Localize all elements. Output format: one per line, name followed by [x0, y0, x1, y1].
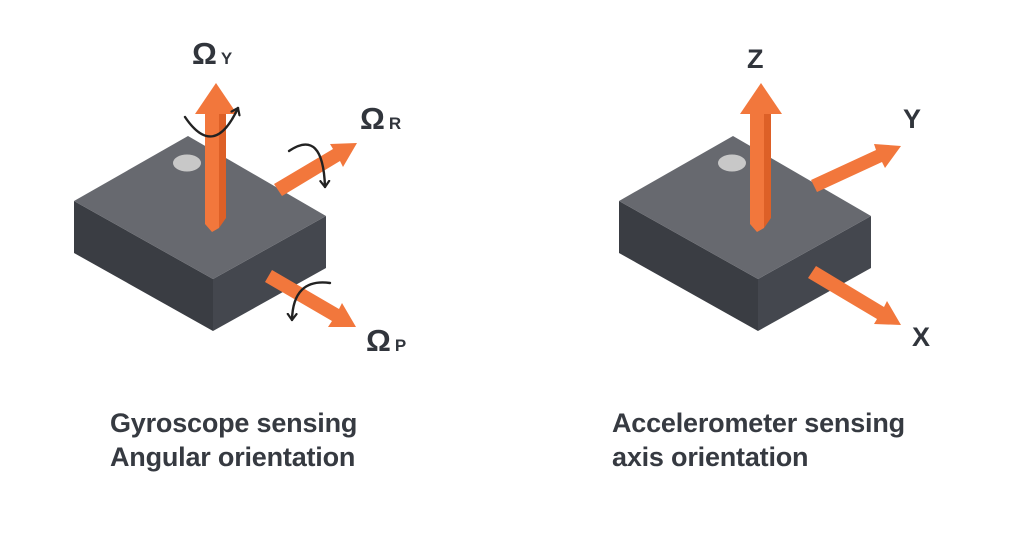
gyro-chip-right-face [213, 216, 326, 331]
z-arrow-shaft-shade [764, 113, 771, 228]
z-arrow-shaft [750, 113, 764, 232]
gyroscope-caption-line2: Angular orientation [110, 442, 356, 472]
accel-y-axis-label: Y [903, 104, 922, 134]
omega-symbol: Ω [366, 323, 391, 358]
yaw-rotation-arrow-icon [183, 106, 238, 138]
accelerometer-chip-group [619, 83, 901, 331]
omega-symbol: Ω [192, 36, 217, 71]
omega-symbol: Ω [360, 101, 385, 136]
z-arrow-head [740, 83, 782, 114]
gyroscope-caption: Gyroscope sensing Angular orientation [110, 406, 357, 474]
axis-subscript: R [388, 114, 402, 133]
accelerometer-caption-line1: Accelerometer sensing [612, 408, 905, 438]
axis-subscript: Y [220, 49, 233, 68]
pitch-rotation-arrow-icon [292, 281, 332, 322]
gyroscope-chip-group [74, 83, 357, 331]
yaw-arrow-shaft [205, 113, 219, 232]
gyroscope-caption-line1: Gyroscope sensing [110, 408, 358, 438]
accel-x-axis-label: X [912, 322, 931, 352]
accelerometer-caption-line2: axis orientation [612, 442, 809, 472]
gyro-yaw-axis-arrow-icon [195, 83, 237, 232]
gyro-pitch-axis-arrow-icon [265, 270, 356, 327]
gyro-roll-axis-arrow-icon [274, 143, 357, 196]
accel-y-axis-arrow-icon [811, 144, 901, 192]
axis-subscript: P [394, 336, 407, 355]
yaw-arrow-head [195, 83, 237, 114]
accel-z-axis-label: Z [747, 44, 764, 74]
roll-rotation-arrow-icon [287, 143, 325, 189]
gyro-chip-pin1-marker-icon [173, 154, 201, 172]
accel-chip-pin1-marker-icon [718, 154, 746, 172]
gyro-chip-left-face [74, 201, 213, 331]
yaw-arrow-shaft-shade [219, 113, 226, 228]
accelerometer-caption: Accelerometer sensing axis orientation [612, 406, 905, 474]
accel-chip-left-face [619, 201, 758, 331]
accel-x-axis-arrow-icon [808, 266, 901, 325]
accel-chip-top-face [619, 136, 871, 279]
gyro-chip-top-face [74, 136, 326, 279]
accel-z-axis-arrow-icon [740, 83, 782, 232]
